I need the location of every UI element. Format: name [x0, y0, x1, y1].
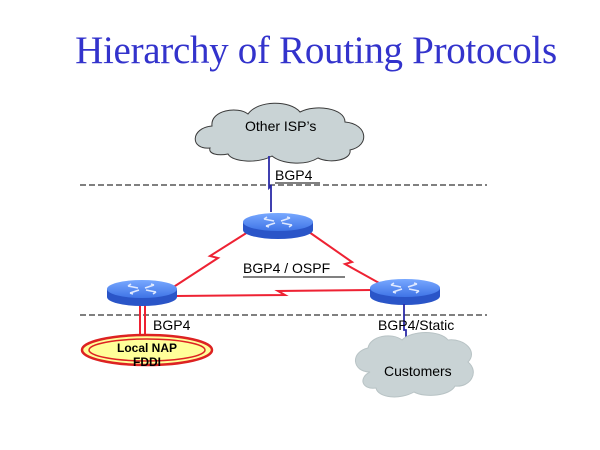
link-left-right: [174, 289, 373, 297]
router-icon: [242, 212, 314, 240]
link-label-customers: BGP4/Static: [378, 317, 454, 333]
svg-text:BGP4 / OSPF: BGP4 / OSPF: [243, 260, 330, 276]
link-label-nap: BGP4: [153, 317, 191, 333]
cloud-label-customers: Customers: [384, 363, 452, 379]
router-icon: [106, 279, 178, 307]
link-top-right: [308, 231, 389, 289]
link-top-left: [171, 231, 249, 289]
cloud-other-isps: Other ISP’s: [194, 102, 365, 164]
link-label-core: BGP4 / OSPF: [243, 260, 345, 278]
svg-text:BGP4: BGP4: [275, 167, 313, 183]
cloud-label-other-isps: Other ISP’s: [245, 118, 316, 134]
local-nap-fddi: Local NAP FDDI: [80, 333, 214, 369]
router-left[interactable]: [106, 279, 178, 307]
nap-sublabel: FDDI: [133, 355, 161, 369]
cloud-icon: [355, 332, 474, 398]
link-label-upstream: BGP4: [275, 167, 320, 184]
nap-label: Local NAP: [117, 341, 177, 355]
link-upstream: [268, 156, 272, 212]
cloud-icon: [194, 102, 365, 164]
router-icon: [369, 278, 441, 306]
router-top[interactable]: [242, 212, 314, 240]
router-right[interactable]: [369, 278, 441, 306]
cloud-customers: Customers: [355, 332, 474, 398]
slide-title: Hierarchy of Routing Protocols: [75, 29, 557, 72]
